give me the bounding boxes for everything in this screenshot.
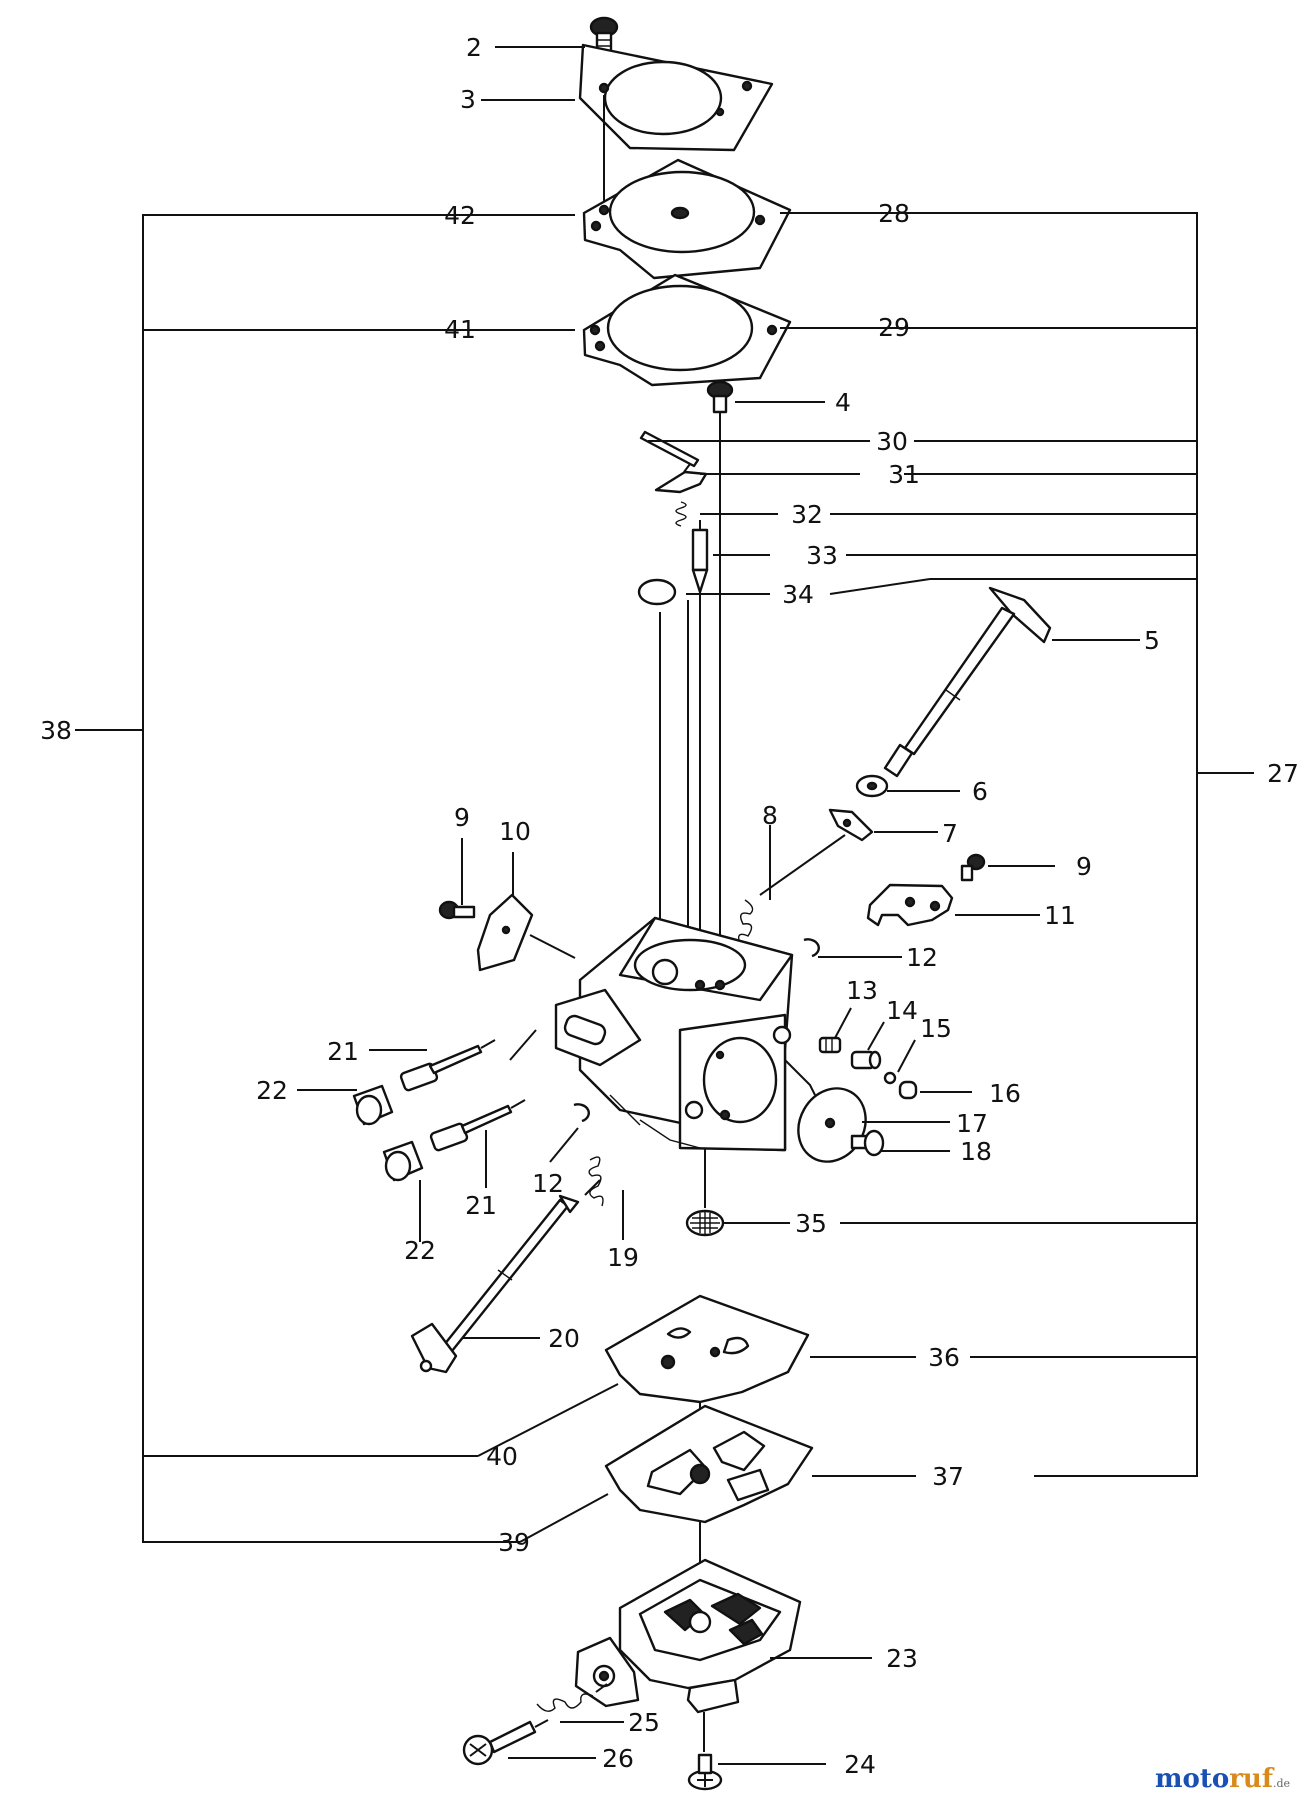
label-14: 14 [886,996,918,1025]
label-15: 15 [920,1014,952,1043]
screw-24 [687,1753,723,1791]
label-34: 34 [782,580,814,609]
label-21-lower: 21 [465,1191,497,1220]
label-38: 38 [40,716,72,745]
gasket-41-29 [582,273,792,387]
label-32: 32 [791,500,823,529]
label-8: 8 [762,801,778,830]
spring-32 [675,501,687,527]
cap-22-upper [352,1084,394,1126]
screw-14 [850,1050,882,1070]
screw-4 [706,380,734,985]
label-16: 16 [989,1079,1021,1108]
label-4: 4 [835,388,851,417]
disk-34 [637,578,677,968]
label-20: 20 [548,1324,580,1353]
label-36: 36 [928,1343,960,1372]
pin-30 [639,430,700,468]
label-11: 11 [1044,901,1076,930]
label-23: 23 [886,1644,918,1673]
label-28: 28 [878,199,910,228]
label-40: 40 [486,1442,518,1471]
spring-19 [588,1156,604,1207]
label-13: 13 [846,976,878,1005]
label-42: 42 [444,201,476,230]
watermark-suffix: .de [1273,1777,1290,1790]
washer-6 [855,774,889,798]
label-18: 18 [960,1137,992,1166]
callout-labels: 2 3 42 28 41 29 4 30 31 32 33 34 5 38 27… [40,33,1299,1779]
screw-13 [818,1036,842,1054]
center-guide-line [687,600,701,956]
label-6: 6 [972,777,988,806]
needle-21-lower [429,1099,526,1152]
label-2: 2 [466,33,482,62]
watermark-part1: moto [1155,1764,1229,1794]
label-31: 31 [888,460,920,489]
label-21-upper: 21 [327,1037,359,1066]
lever-31 [654,463,708,494]
label-9-right: 9 [1076,852,1092,881]
label-39: 39 [498,1528,530,1557]
cap-22-lower [382,1140,424,1182]
shaft-guide-line [759,834,846,896]
screw-26 [462,1719,549,1766]
pump-cover-23 [574,1558,802,1752]
label-33: 33 [806,541,838,570]
ball-15 [883,1071,897,1085]
watermark-part2: ruf [1229,1764,1275,1794]
cover-plate-3 [578,43,774,205]
needle-21-upper [399,1039,496,1092]
label-29: 29 [878,313,910,342]
label-26: 26 [602,1744,634,1773]
label-27: 27 [1267,759,1299,788]
plate-7 [828,808,874,842]
lever-11 [866,883,954,927]
clip-12-left [573,1103,590,1123]
gasket-36 [604,1294,810,1446]
label-3: 3 [460,85,476,114]
label-25: 25 [628,1708,660,1737]
label-35: 35 [795,1209,827,1238]
carburetor-body [554,916,816,1152]
label-9-left: 9 [454,803,470,832]
spring-25 [536,1683,608,1712]
throttle-shaft-5 [883,586,1052,778]
label-30: 30 [876,427,908,456]
clip-12-right [803,938,820,958]
screw-18 [850,1129,885,1157]
screw-9-left [438,900,476,920]
watermark-logo: motoruf.de [1155,1764,1290,1794]
choke-shaft-20 [410,1194,580,1374]
bracket-kit-38 [75,214,575,1543]
svg-text:motoruf.de: motoruf.de [1155,1764,1290,1794]
leader-lines [297,46,1140,1765]
label-22-lower: 22 [404,1236,436,1265]
label-41: 41 [444,315,476,344]
screw-9-right [960,853,986,882]
label-5: 5 [1144,626,1160,655]
label-37: 37 [932,1462,964,1491]
label-10: 10 [499,817,531,846]
filter-screen-35 [685,1148,725,1237]
plug-16 [898,1080,918,1100]
bracket-kit-27 [830,212,1254,1477]
valve-disc-17 [797,1087,867,1163]
label-24: 24 [844,1750,876,1779]
diaphragm-42-28 [582,158,792,280]
spring-guide-line [584,1179,601,1196]
label-12-left: 12 [532,1169,564,1198]
label-19: 19 [607,1243,639,1272]
label-7: 7 [942,819,958,848]
label-22-upper: 22 [256,1076,288,1105]
label-12-right: 12 [906,943,938,972]
needle-guide-line [509,1029,537,1061]
label-17: 17 [956,1109,988,1138]
plate-10 [476,893,576,972]
gasket-37 [604,1404,814,1566]
